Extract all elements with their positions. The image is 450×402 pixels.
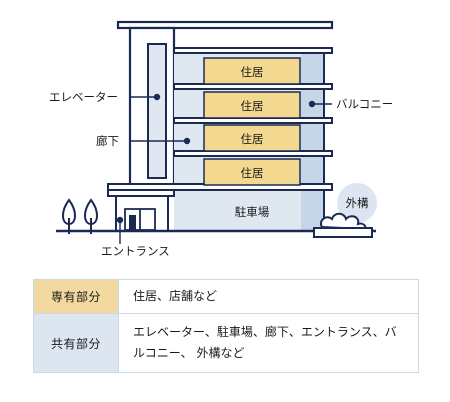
unit-label: 住居 bbox=[241, 99, 264, 113]
private-row: 専有部分 住居、店舗など bbox=[33, 279, 419, 314]
common-row: 共有部分 エレベーター、駐車場、廊下、エントランス、バルコニー、 外構など bbox=[33, 313, 419, 373]
balcony-label: バルコニー bbox=[336, 97, 393, 111]
common-heading: 共有部分 bbox=[33, 313, 119, 373]
entrance-label: エントランス bbox=[101, 244, 170, 258]
exterior-bubble bbox=[337, 183, 377, 223]
unit-box bbox=[203, 57, 301, 85]
roof bbox=[116, 20, 334, 30]
units: 住居 住居 住居 住居 bbox=[203, 57, 301, 186]
building-diagram: 住居 住居 住居 住居 駐車場 外構 bbox=[49, 20, 393, 258]
entrance-door bbox=[124, 208, 156, 231]
unit-label: 住居 bbox=[241, 65, 264, 79]
corridor-label: 廊下 bbox=[96, 134, 119, 148]
slab-1 bbox=[173, 47, 333, 54]
elevator-label: エレベーター bbox=[49, 90, 118, 104]
unit-box bbox=[203, 158, 301, 186]
exterior-label: 外構 bbox=[346, 196, 369, 210]
unit-label: 住居 bbox=[241, 132, 264, 146]
unit-box bbox=[203, 91, 301, 119]
floor-slabs bbox=[107, 47, 333, 191]
tree-icon bbox=[62, 198, 98, 234]
unit-box bbox=[203, 124, 301, 152]
ownership-table: 専有部分 住居、店舗など 共有部分 エレベーター、駐車場、廊下、エントランス、バ… bbox=[33, 279, 419, 373]
callout-lines bbox=[116, 93, 332, 244]
balcony-column bbox=[301, 50, 324, 230]
elevator-shaft bbox=[147, 43, 167, 179]
entrance-canopy bbox=[107, 189, 175, 197]
planter-icon bbox=[313, 212, 373, 238]
common-description: エレベーター、駐車場、廊下、エントランス、バルコニー、 外構など bbox=[118, 313, 419, 373]
door-panel-left bbox=[129, 215, 136, 230]
unit-label: 住居 bbox=[241, 166, 264, 180]
parking-label: 駐車場 bbox=[235, 205, 270, 219]
private-heading: 専有部分 bbox=[33, 279, 119, 314]
private-description: 住居、店舗など bbox=[118, 279, 419, 314]
